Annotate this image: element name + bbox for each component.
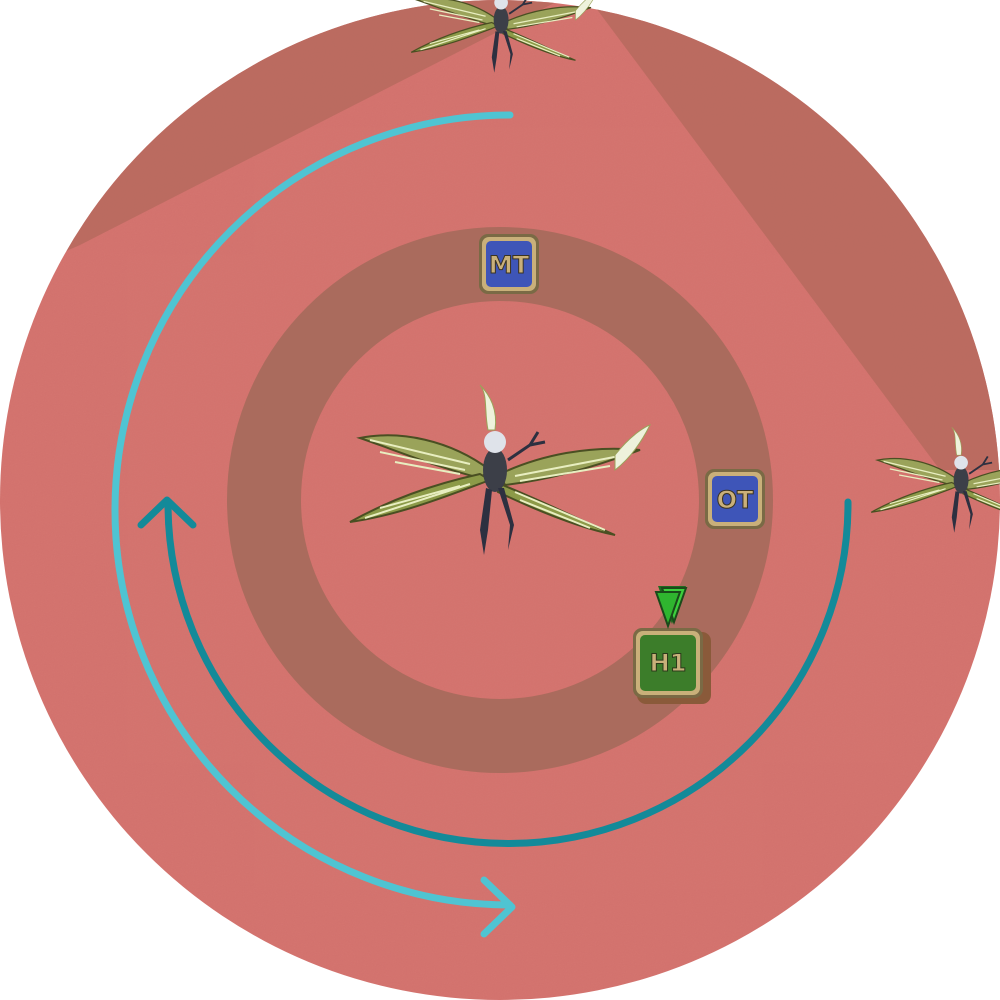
marker-ot[interactable]: OT [705, 469, 765, 529]
outer-rotation-arrow [111, 111, 516, 938]
marker-h1[interactable]: H1 [633, 628, 711, 704]
marker-ot-label: OT [717, 486, 754, 514]
marker-mt-label: MT [489, 251, 530, 279]
inner-rotation-arrow [137, 496, 852, 847]
marker-mt[interactable]: MT [479, 234, 539, 294]
marker-h1-label: H1 [650, 649, 687, 677]
green-arrow-down-icon [654, 586, 688, 630]
